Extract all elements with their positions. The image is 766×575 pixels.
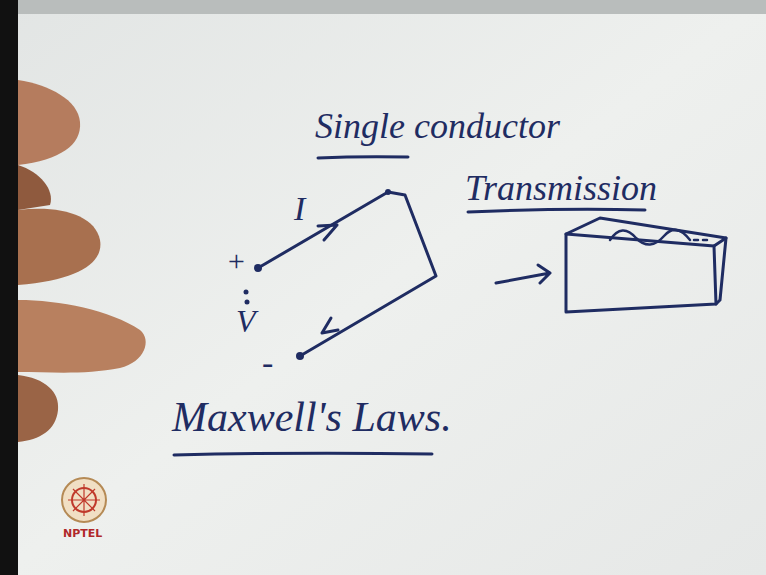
waveguide-box bbox=[496, 218, 726, 312]
terminal-dot bbox=[254, 264, 262, 272]
polarity-sign: + bbox=[226, 244, 246, 277]
current-label: I bbox=[294, 190, 305, 227]
logo-text: NPTEL bbox=[63, 528, 102, 540]
terminal-dot bbox=[296, 352, 304, 360]
frame-strip bbox=[0, 0, 18, 575]
conductor-loop bbox=[258, 192, 436, 356]
board-edge bbox=[0, 0, 766, 14]
nptel-logo bbox=[62, 478, 106, 522]
dot bbox=[244, 290, 249, 295]
polarity-sign: - bbox=[262, 344, 273, 381]
corner-dot bbox=[385, 189, 391, 195]
voltage-label: V bbox=[236, 304, 256, 339]
fingers bbox=[18, 80, 146, 442]
board-heading: Single conductor Transmission bbox=[315, 95, 705, 219]
note-text: Maxwell's Laws. bbox=[172, 394, 452, 440]
